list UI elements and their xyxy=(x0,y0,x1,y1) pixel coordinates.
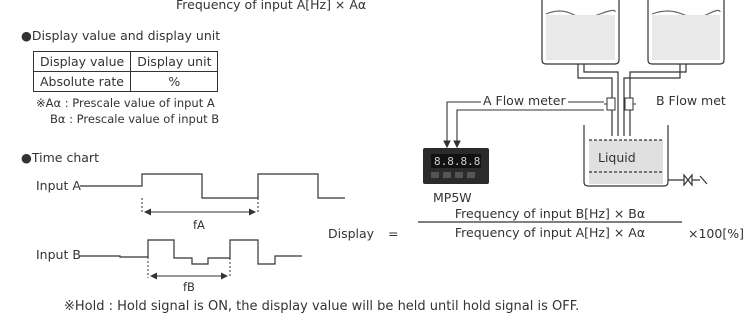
formula-top: Frequency of input A[Hz] × Aα xyxy=(176,0,367,12)
prescale-note-a: ※Aα : Prescale value of input A xyxy=(36,96,215,110)
tank-a xyxy=(541,0,620,65)
liquid-vessel xyxy=(583,125,708,187)
time-chart-title: ●Time chart xyxy=(21,150,99,165)
tank-b xyxy=(647,0,725,65)
formula-multiplier: ×100[%] xyxy=(688,226,744,241)
table-header-cell: Display unit xyxy=(130,51,219,72)
input-b-label: Input B xyxy=(36,247,81,262)
input-b-waveform xyxy=(80,239,302,265)
display-section-title: ●Display value and display unit xyxy=(21,28,221,43)
table-row: Absolute rate % xyxy=(32,71,219,92)
table-cell: Absolute rate xyxy=(32,71,132,92)
fb-label: fB xyxy=(183,280,195,294)
fa-label: fA xyxy=(193,218,205,232)
flow-meter-a-icon xyxy=(604,97,616,111)
display-formula-label: Display xyxy=(328,226,375,241)
mp5w-device-icon: 8.8.8.8 xyxy=(423,148,489,184)
liquid-label: Liquid xyxy=(598,150,636,165)
display-formula-equals: = xyxy=(388,226,399,241)
formula-numerator: Frequency of input B[Hz] × Bα xyxy=(454,206,646,221)
flow-meter-a-label: A Flow meter xyxy=(481,93,568,108)
formula-denominator: Frequency of input A[Hz] × Aα xyxy=(454,225,646,240)
flow-meter-b-label: B Flow met xyxy=(656,93,726,108)
input-a-label: Input A xyxy=(36,178,81,193)
display-unit-table: Display value Display unit Absolute rate… xyxy=(32,51,219,92)
table-cell: % xyxy=(130,71,219,92)
flow-meter-b-icon xyxy=(624,97,636,111)
input-a-waveform xyxy=(80,173,345,199)
signal-lines xyxy=(443,101,604,149)
hold-note: ※Hold : Hold signal is ON, the display v… xyxy=(64,299,580,314)
prescale-note-b: Bα : Prescale value of input B xyxy=(50,112,220,126)
svg-text:8.8.8.8: 8.8.8.8 xyxy=(434,155,480,168)
mp5w-label: MP5W xyxy=(433,190,472,205)
table-header-row: Display value Display unit xyxy=(32,51,219,72)
